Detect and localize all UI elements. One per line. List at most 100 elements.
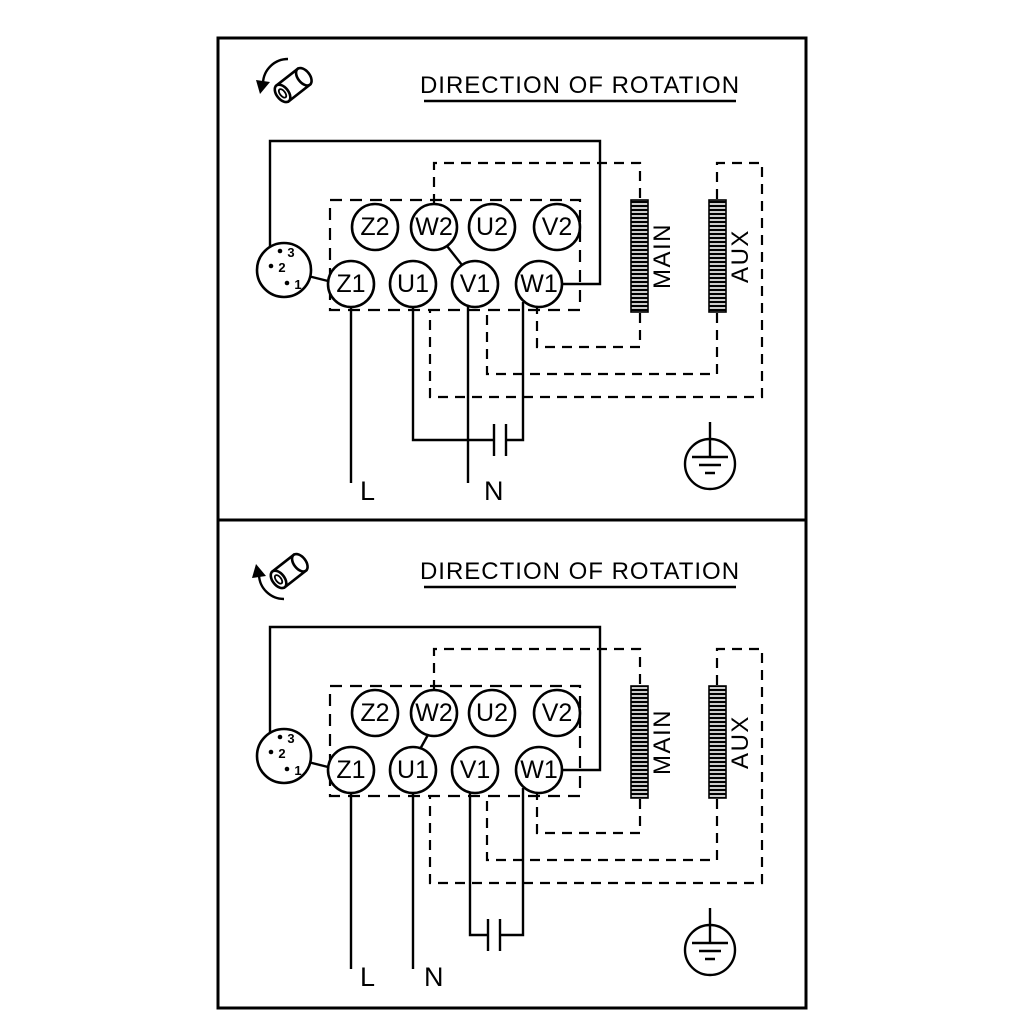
- aux-winding-label: AUX: [727, 229, 754, 283]
- rotation-arrowhead: [256, 80, 270, 94]
- panel-title: DIRECTION OF ROTATION: [420, 558, 740, 585]
- panel-bottom: DIRECTION OF ROTATION: [216, 518, 808, 1010]
- terminal-v2-label: V2: [542, 699, 573, 727]
- line-label: L: [360, 962, 375, 992]
- wire-w2-to-main: [432, 647, 642, 690]
- wire-selector-to-w1: [268, 625, 602, 772]
- terminal-z2: [350, 688, 400, 738]
- selector-label-1: 1: [294, 277, 301, 292]
- selector-label-2: 2: [278, 260, 285, 275]
- wire-main-bottom: [535, 792, 642, 835]
- selector-body: [255, 241, 313, 299]
- selector-body: [255, 727, 313, 785]
- panel-border: [216, 518, 808, 1010]
- terminal-u2: [467, 688, 517, 738]
- selector-label-1: 1: [294, 763, 301, 778]
- terminal-v1: [450, 745, 500, 795]
- capacitor: [486, 919, 502, 951]
- speed-selector: 3 2 1: [255, 727, 313, 785]
- main-winding-bar: [630, 685, 649, 799]
- terminal-w2-label: W2: [415, 699, 453, 727]
- terminal-z1: [326, 745, 376, 795]
- wire-capacitor-right: [500, 788, 525, 937]
- panel-top: DIRECTION OF ROTATION: [216, 36, 808, 522]
- terminal-w1: [514, 745, 564, 795]
- rotation-arrowhead: [252, 564, 266, 578]
- terminal-z1: [326, 259, 376, 309]
- wire-w2-to-main: [432, 161, 642, 204]
- aux-winding-bar: [708, 685, 727, 799]
- aux-winding-bar: [708, 199, 727, 313]
- rotation-direction-icon: [252, 552, 309, 601]
- terminal-w1-label: W1: [520, 756, 558, 784]
- main-winding: MAIN: [630, 199, 676, 313]
- terminal-v2-label: V2: [542, 213, 573, 241]
- shaft-bore: [273, 574, 284, 585]
- main-winding-label: MAIN: [649, 709, 676, 775]
- terminal-z2-label: Z2: [360, 699, 389, 727]
- selector-label-3: 3: [287, 245, 294, 260]
- selector-contact-2: [268, 263, 274, 269]
- rotation-arrow: [261, 57, 289, 84]
- wire-main-bottom: [535, 306, 642, 349]
- shaft-end: [290, 552, 309, 573]
- terminal-w2: [409, 688, 459, 738]
- terminal-w2: [409, 202, 459, 252]
- wire-capacitor-right: [506, 302, 525, 442]
- terminal-w1-label: W1: [520, 270, 558, 298]
- main-winding: MAIN: [630, 685, 676, 799]
- speed-selector: 3 2 1: [255, 241, 313, 299]
- terminal-z2: [350, 202, 400, 252]
- line-label: L: [360, 476, 375, 506]
- terminal-v1-label: V1: [460, 756, 491, 784]
- aux-winding: AUX: [708, 685, 754, 799]
- terminal-z1-label: Z1: [336, 756, 365, 784]
- wire-selector-to-w1: [268, 139, 602, 286]
- panel-title: DIRECTION OF ROTATION: [420, 72, 740, 99]
- shaft-bore: [277, 88, 288, 99]
- selector-label-2: 2: [278, 746, 285, 761]
- wire-capacitor-left: [468, 791, 488, 937]
- aux-winding: AUX: [708, 199, 754, 313]
- wire-capacitor-left: [411, 307, 494, 442]
- terminal-u1: [388, 745, 438, 795]
- terminal-u1-label: U1: [397, 756, 429, 784]
- earth-ground-symbol: [683, 422, 737, 491]
- ground-bars: [692, 422, 728, 475]
- terminal-u2-label: U2: [476, 213, 508, 241]
- terminal-z1-label: Z1: [336, 270, 365, 298]
- terminal-u2-label: U2: [476, 699, 508, 727]
- selector-contact-1: [284, 766, 290, 772]
- rotation-arrow: [257, 574, 285, 601]
- terminal-u1: [388, 259, 438, 309]
- terminal-v2: [532, 202, 582, 252]
- selector-contact-1: [284, 280, 290, 286]
- neutral-label: N: [424, 962, 444, 992]
- terminal-v2: [532, 688, 582, 738]
- terminal-z2-label: Z2: [360, 213, 389, 241]
- terminal-v1-label: V1: [460, 270, 491, 298]
- terminal-w2-label: W2: [415, 213, 453, 241]
- selector-contact-3: [277, 248, 283, 254]
- ground-bars: [692, 908, 728, 961]
- terminal-box: [328, 684, 582, 798]
- capacitor: [492, 424, 508, 456]
- neutral-label: N: [484, 476, 504, 506]
- aux-winding-label: AUX: [727, 715, 754, 769]
- terminal-u2: [467, 202, 517, 252]
- jumper-w2-v1: [446, 245, 463, 266]
- main-winding-label: MAIN: [649, 223, 676, 289]
- terminal-w1: [514, 259, 564, 309]
- rotation-direction-icon: [256, 57, 313, 104]
- wire-aux-bottom: [485, 797, 719, 862]
- shaft-end: [294, 66, 313, 87]
- selector-label-3: 3: [287, 731, 294, 746]
- terminal-u1-label: U1: [397, 270, 429, 298]
- selector-contact-2: [268, 749, 274, 755]
- main-winding-bar: [630, 199, 649, 313]
- earth-ground-symbol: [683, 908, 737, 977]
- wire-aux-bottom: [485, 311, 719, 376]
- terminal-box: [328, 198, 582, 312]
